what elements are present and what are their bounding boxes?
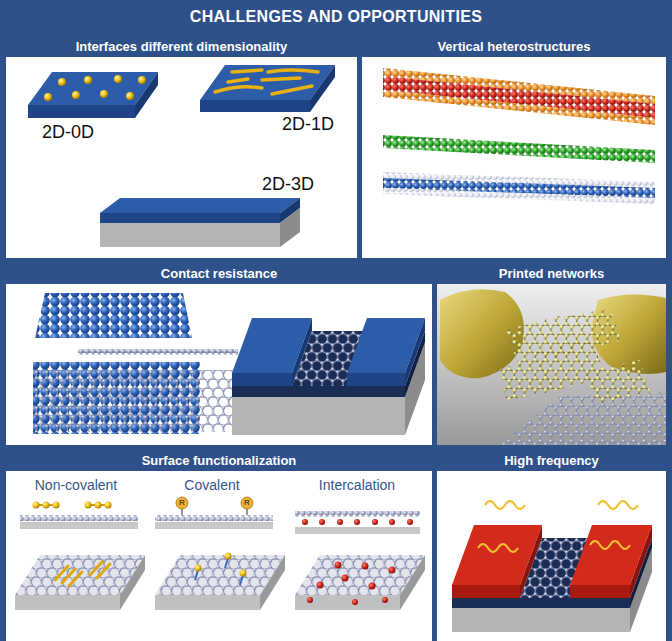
method-label: Intercalation (292, 477, 422, 494)
heterostructure (383, 68, 655, 204)
block-3d (100, 198, 300, 247)
contact-device (232, 318, 425, 435)
panel-grounds (6, 57, 666, 641)
panel-heading: High frequency (437, 450, 666, 471)
panel-heading: Surface functionalization (6, 450, 432, 471)
group-symbol: R (241, 497, 253, 509)
panel: Interfaces different dimensionality (6, 36, 357, 258)
panel: Contact resistance (6, 263, 432, 445)
group-symbol: R (176, 497, 188, 509)
functionalization-slabs (15, 553, 425, 611)
panel-heading: Contact resistance (6, 263, 432, 284)
panel-heading: Printed networks (437, 263, 666, 284)
panel-heading: Vertical heterostructures (362, 36, 666, 57)
slab-1d (200, 65, 335, 112)
panel: High frequency (437, 450, 666, 641)
dimension-label: 2D-3D (262, 173, 314, 195)
dimension-label: 2D-1D (282, 113, 334, 135)
panel: Vertical heterostructures (362, 36, 666, 258)
method-label: Non-covalent (12, 477, 140, 494)
panel-heading: Interfaces different dimensionality (6, 36, 357, 57)
title-banner: CHALLENGES AND OPPORTUNITIES (0, 0, 672, 33)
slab-0d (28, 72, 158, 118)
dimension-label: 2D-0D (42, 121, 94, 143)
rf-device (452, 501, 652, 632)
printed-network (437, 284, 666, 445)
panel: Printed networks (437, 263, 666, 445)
method-label: Covalent (150, 477, 274, 494)
functionalization-schematic (20, 497, 420, 534)
